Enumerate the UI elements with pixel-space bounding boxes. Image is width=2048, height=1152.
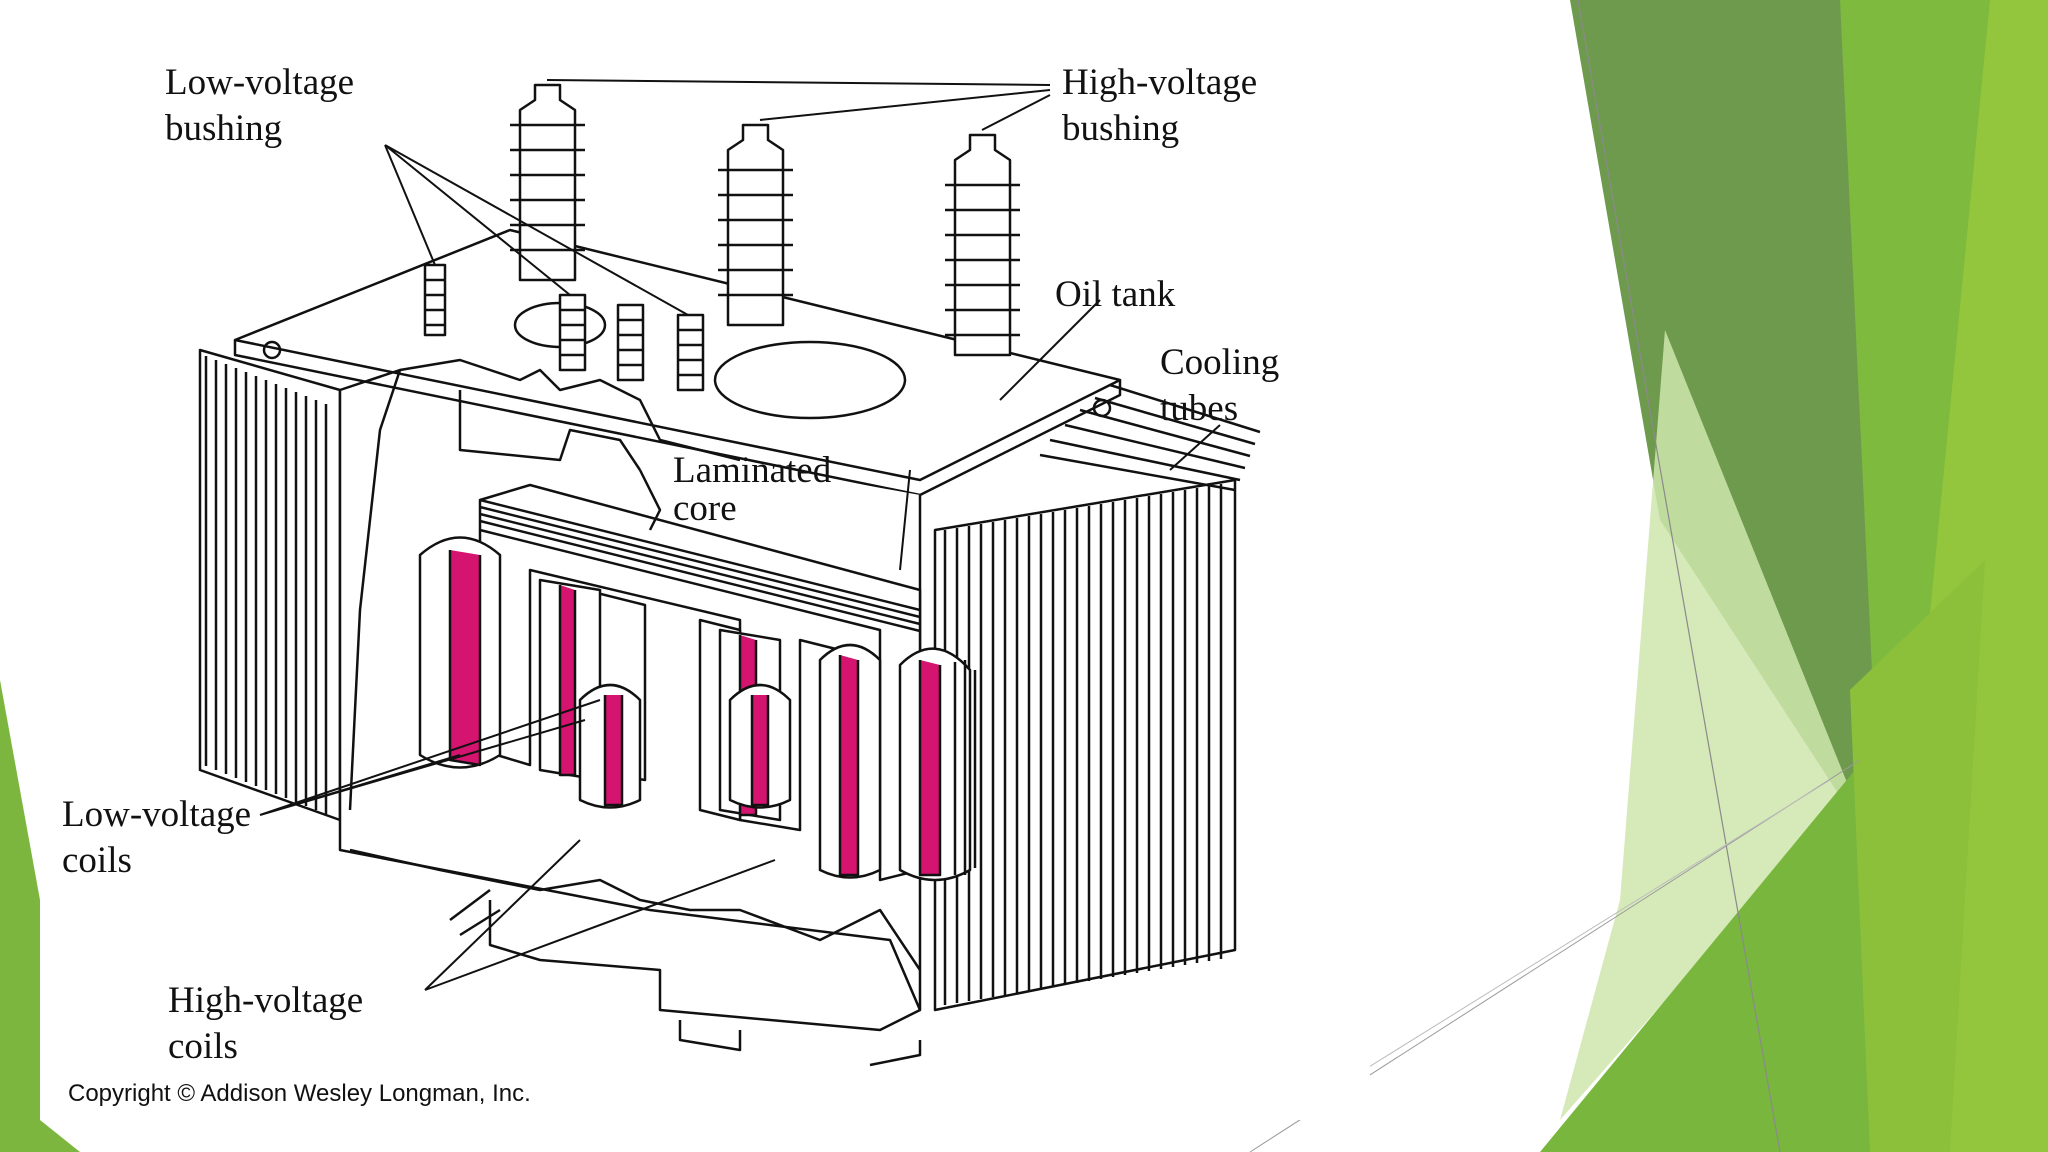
label-cooling-tubes: Cooling tubes [1160,342,1280,429]
copyright-notice: Copyright © Addison Wesley Longman, Inc. [68,1080,531,1107]
leader-lines [259,79,1221,991]
high-voltage-bushings [510,83,1020,357]
label-laminated-core: Laminated core [673,450,832,529]
label-high-voltage-coils: High-voltage coils [168,980,364,1067]
low-voltage-bushings [423,263,705,392]
right-cooling-tubes [933,383,1261,1012]
thin-line-1 [1577,0,1781,1152]
right-facet-dark [1570,0,1875,850]
coils [418,536,977,882]
label-oil-tank: Oil tank [1055,274,1176,315]
right-facet-light [1830,0,2048,1152]
right-facet-green2 [1850,560,1985,1152]
thin-line-3 [1339,779,1831,1086]
left-cooling-tubes [198,348,342,822]
transformer-drawing [198,79,1261,1067]
right-facet-lower [1540,770,1880,1152]
label-low-voltage-bushing: Low-voltage bushing [165,62,355,149]
transformer-figure: Low-voltage bushing High-voltage bushing… [40,10,1370,1120]
label-low-voltage-coils: Low-voltage coils [62,794,252,881]
label-high-voltage-bushing: High-voltage bushing [1062,62,1258,149]
